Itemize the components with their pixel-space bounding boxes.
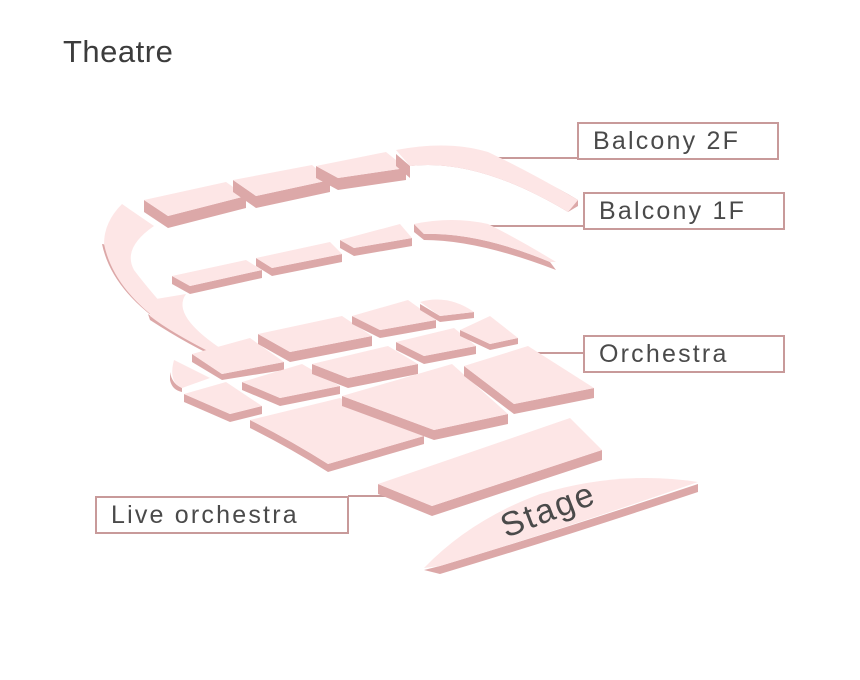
page-title: Theatre	[63, 34, 174, 69]
balcony-1f-section-1[interactable]	[172, 260, 262, 294]
stage-section[interactable]	[424, 478, 698, 574]
orchestra-row1-mid[interactable]	[258, 316, 372, 362]
orchestra-row1-left[interactable]	[192, 338, 284, 380]
balcony-1f-label: Balcony 1F	[583, 192, 785, 230]
orchestra-row3-right[interactable]	[464, 346, 594, 414]
live-orchestra-label: Live orchestra	[95, 496, 349, 534]
balcony-1f-curve-right[interactable]	[414, 220, 556, 270]
orchestra-label: Orchestra	[583, 335, 785, 373]
orchestra-row1-right[interactable]	[352, 300, 436, 338]
balcony-2f-section-3[interactable]	[316, 152, 406, 190]
balcony-1f-section-2[interactable]	[256, 242, 342, 276]
balcony-2f-curve-right[interactable]	[396, 145, 578, 212]
balcony-1f-section-3[interactable]	[340, 224, 412, 256]
balcony-2f-sections[interactable]	[102, 145, 578, 330]
orchestra-sections[interactable]	[170, 299, 594, 472]
balcony-2f-label: Balcony 2F	[577, 122, 779, 160]
orchestra-row3-mid[interactable]	[342, 364, 508, 440]
orchestra-row3-far-left[interactable]	[184, 382, 262, 422]
orchestra-row1-curve[interactable]	[420, 299, 474, 322]
live-orchestra-section[interactable]	[378, 418, 602, 516]
balcony-2f-section-1[interactable]	[144, 182, 246, 228]
balcony-2f-section-2[interactable]	[233, 165, 330, 208]
orchestra-row2-far-right[interactable]	[460, 316, 518, 350]
orchestra-row3-left[interactable]	[250, 398, 424, 472]
orchestra-row2-right[interactable]	[396, 328, 476, 364]
orchestra-row2-mid[interactable]	[312, 346, 418, 388]
orchestra-row2-far-left[interactable]	[170, 360, 210, 392]
